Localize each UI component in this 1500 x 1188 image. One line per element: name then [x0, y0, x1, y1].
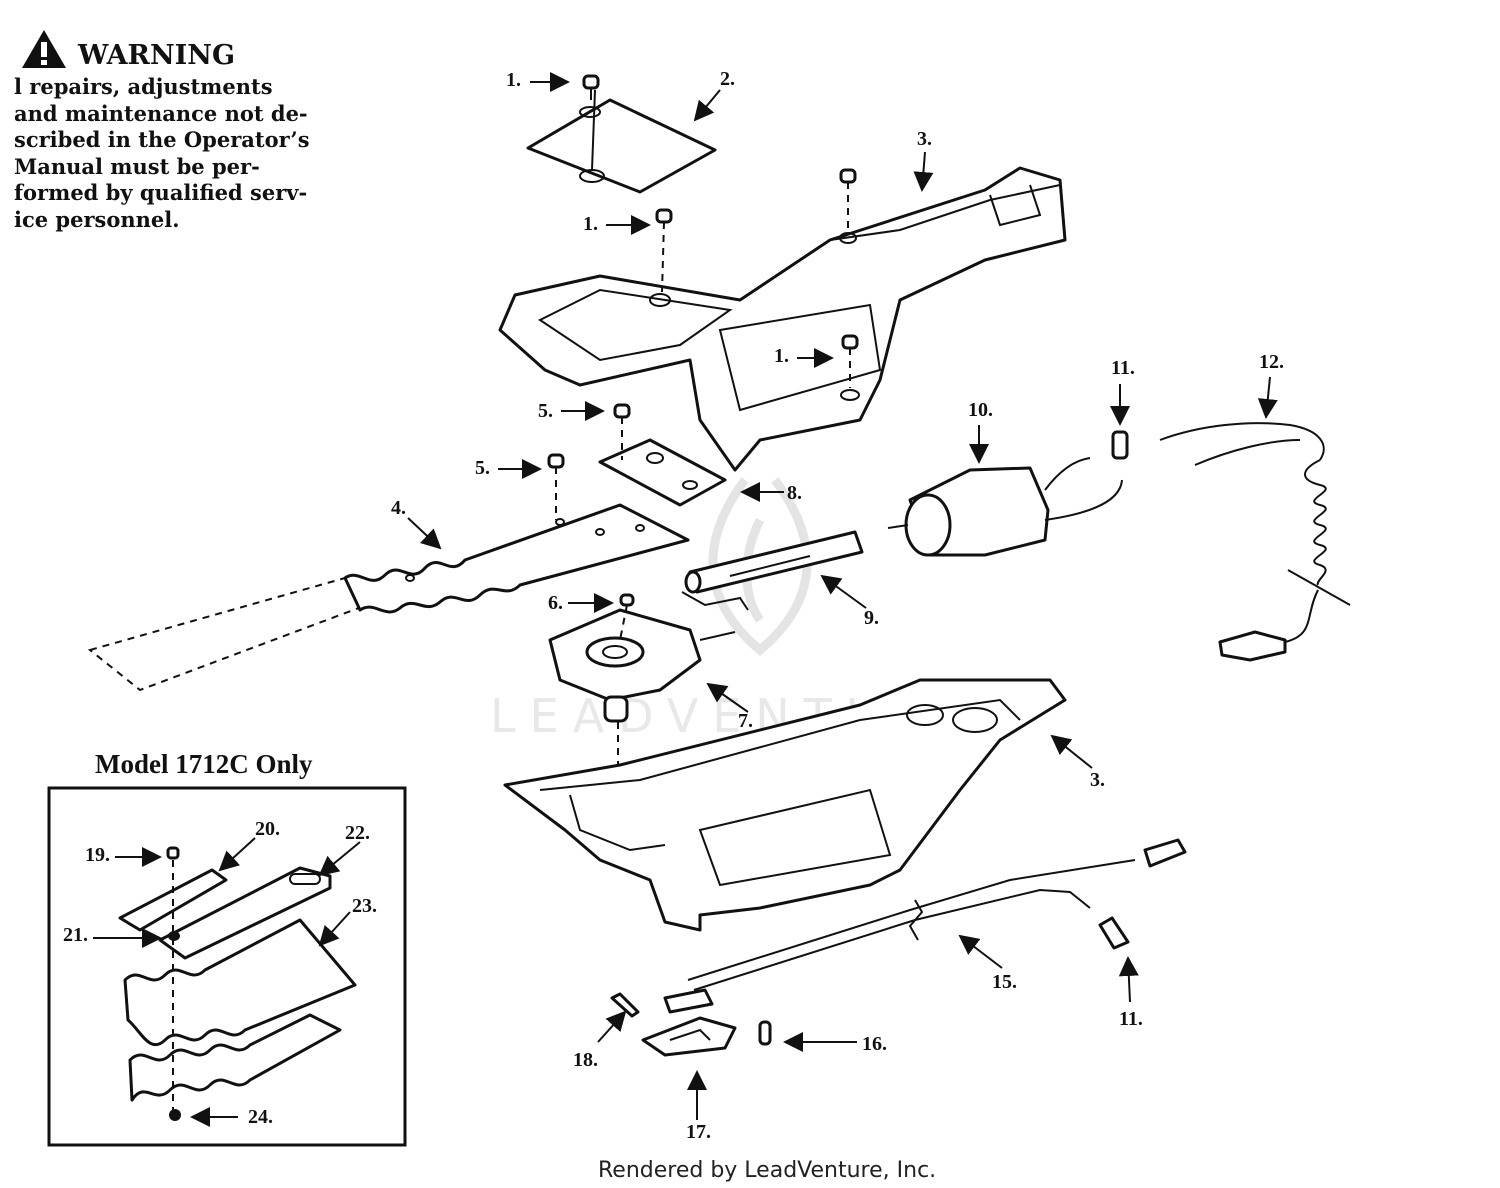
screw-6 [619, 593, 635, 641]
callout-label: 2. [720, 68, 735, 90]
callout-label: 5. [475, 457, 490, 479]
inset-panel: Model 1712C Only [47, 749, 407, 1147]
callout-label: 10. [968, 399, 993, 421]
warning-line: formed by qualified serv- [14, 180, 308, 205]
callout-label: 1. [774, 345, 789, 367]
screw-1-top [582, 74, 600, 100]
part-blade [87, 503, 690, 692]
screw-1-housing-c [841, 334, 859, 388]
part-pin-18 [610, 992, 640, 1018]
callout-label: 1. [506, 69, 521, 91]
warning-line: l repairs, adjustments [14, 74, 273, 99]
callout-label: 15. [992, 971, 1017, 993]
callout-label: 24. [248, 1106, 273, 1128]
part-motor [887, 457, 1123, 557]
callout-label: 1. [583, 213, 598, 235]
screw-5-a [613, 403, 631, 460]
callout-label: 3. [917, 128, 932, 150]
callout-arrows [93, 72, 1278, 1127]
callout-label: 7. [738, 710, 753, 732]
part-cover-plate [526, 89, 717, 194]
warning-triangle-icon [22, 30, 66, 68]
warning-text: l repairs, adjustments and maintenance n… [14, 74, 332, 233]
callout-label: 11. [1119, 1008, 1143, 1030]
callout-label: 3. [1090, 769, 1105, 791]
credit-text: Rendered by LeadVenture, Inc. [598, 1158, 936, 1183]
screw-1-housing-b [839, 168, 857, 232]
part-rod [663, 859, 1136, 1014]
part-connector-11-bottom [1098, 838, 1187, 950]
part-connector-11-top [1111, 430, 1129, 460]
warning-line: Manual must be per- [14, 153, 260, 179]
part-gear-assembly [548, 608, 736, 782]
callout-label: 18. [573, 1049, 598, 1071]
callout-label: 20. [255, 818, 280, 840]
part-shaft [681, 530, 864, 611]
warning-line: and maintenance not de- [14, 100, 308, 126]
part-plate [598, 438, 727, 507]
screw-5-b [547, 453, 565, 520]
callout-label: 21. [63, 924, 88, 946]
callout-label: 4. [391, 497, 406, 519]
callout-label: 16. [862, 1033, 887, 1055]
callout-label: 12. [1259, 351, 1284, 373]
warning-line: ice personnel. [14, 206, 180, 232]
callout-label: 9. [864, 607, 879, 629]
callout-label: 6. [548, 592, 563, 614]
callout-labels: 1. 2. 3. 1. 1. 5. 5. 4. 8. 10. 11. 12. 6… [63, 68, 1284, 1143]
callout-label: 11. [1111, 357, 1135, 379]
callout-label: 22. [345, 822, 370, 844]
callout-label: 23. [352, 895, 377, 917]
warning-line: scribed in the Operator’s [14, 127, 310, 152]
screw-1-housing-a [655, 208, 673, 293]
warning-header: WARNING [22, 30, 235, 71]
inset-title: Model 1712C Only [95, 749, 313, 779]
warning-title: WARNING [77, 40, 235, 71]
part-screw-16 [758, 1020, 772, 1046]
part-lower-housing [503, 678, 1067, 932]
callout-label: 8. [787, 482, 802, 504]
callout-label: 5. [538, 400, 553, 422]
part-clip-17 [641, 1016, 737, 1057]
part-cord [1159, 422, 1351, 662]
callout-label: 19. [85, 844, 110, 866]
callout-label: 17. [686, 1121, 711, 1143]
part-upper-housing [498, 166, 1067, 472]
